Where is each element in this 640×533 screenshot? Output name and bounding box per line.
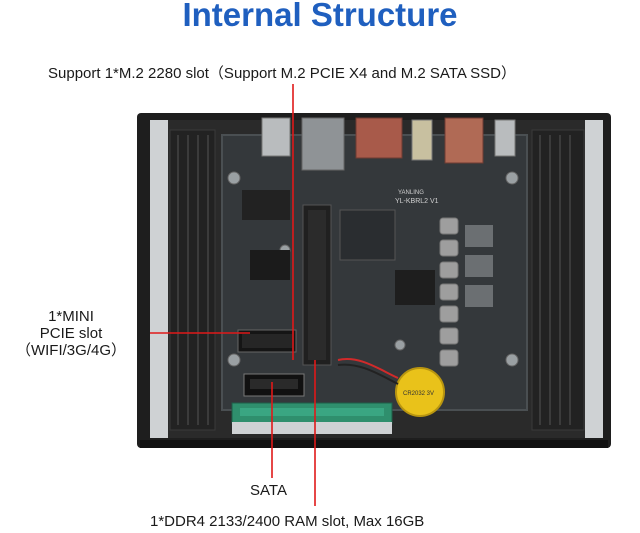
battery-text: CR2032 3V — [403, 391, 434, 397]
chip — [339, 209, 396, 261]
battery: CR2032 3V — [337, 358, 445, 417]
io-ports — [261, 117, 516, 171]
chip — [242, 190, 290, 220]
callout-lines — [150, 84, 316, 506]
m2-slot — [302, 204, 332, 366]
ram-slot — [231, 402, 393, 434]
sata-connector — [243, 373, 305, 397]
m2-slot-label: Support 1*M.2 2280 slot（Support M.2 PCIE… — [48, 65, 517, 82]
page-title: Internal Structure — [182, 0, 458, 33]
chip — [395, 270, 435, 305]
pcb: YL-KBRL2 V1 YANLING — [221, 134, 528, 411]
sata-label: SATA — [250, 482, 287, 499]
mini-pcie-label-line2: PCIE slot — [39, 325, 103, 342]
board-brand-text: YANLING — [398, 190, 424, 196]
mini-pcie-label-line3: （WIFI/3G/4G） — [15, 342, 126, 359]
ddr4-label: 1*DDR4 2133/2400 RAM slot, Max 16GB — [150, 513, 425, 530]
mini-pcie-slot — [237, 329, 297, 353]
mini-pcie-label: 1*MINI PCIE slot （WIFI/3G/4G） — [6, 308, 136, 359]
board-model-text: YL-KBRL2 V1 — [395, 198, 439, 205]
mini-pcie-label-line1: 1*MINI — [48, 308, 94, 325]
chip — [250, 250, 290, 280]
